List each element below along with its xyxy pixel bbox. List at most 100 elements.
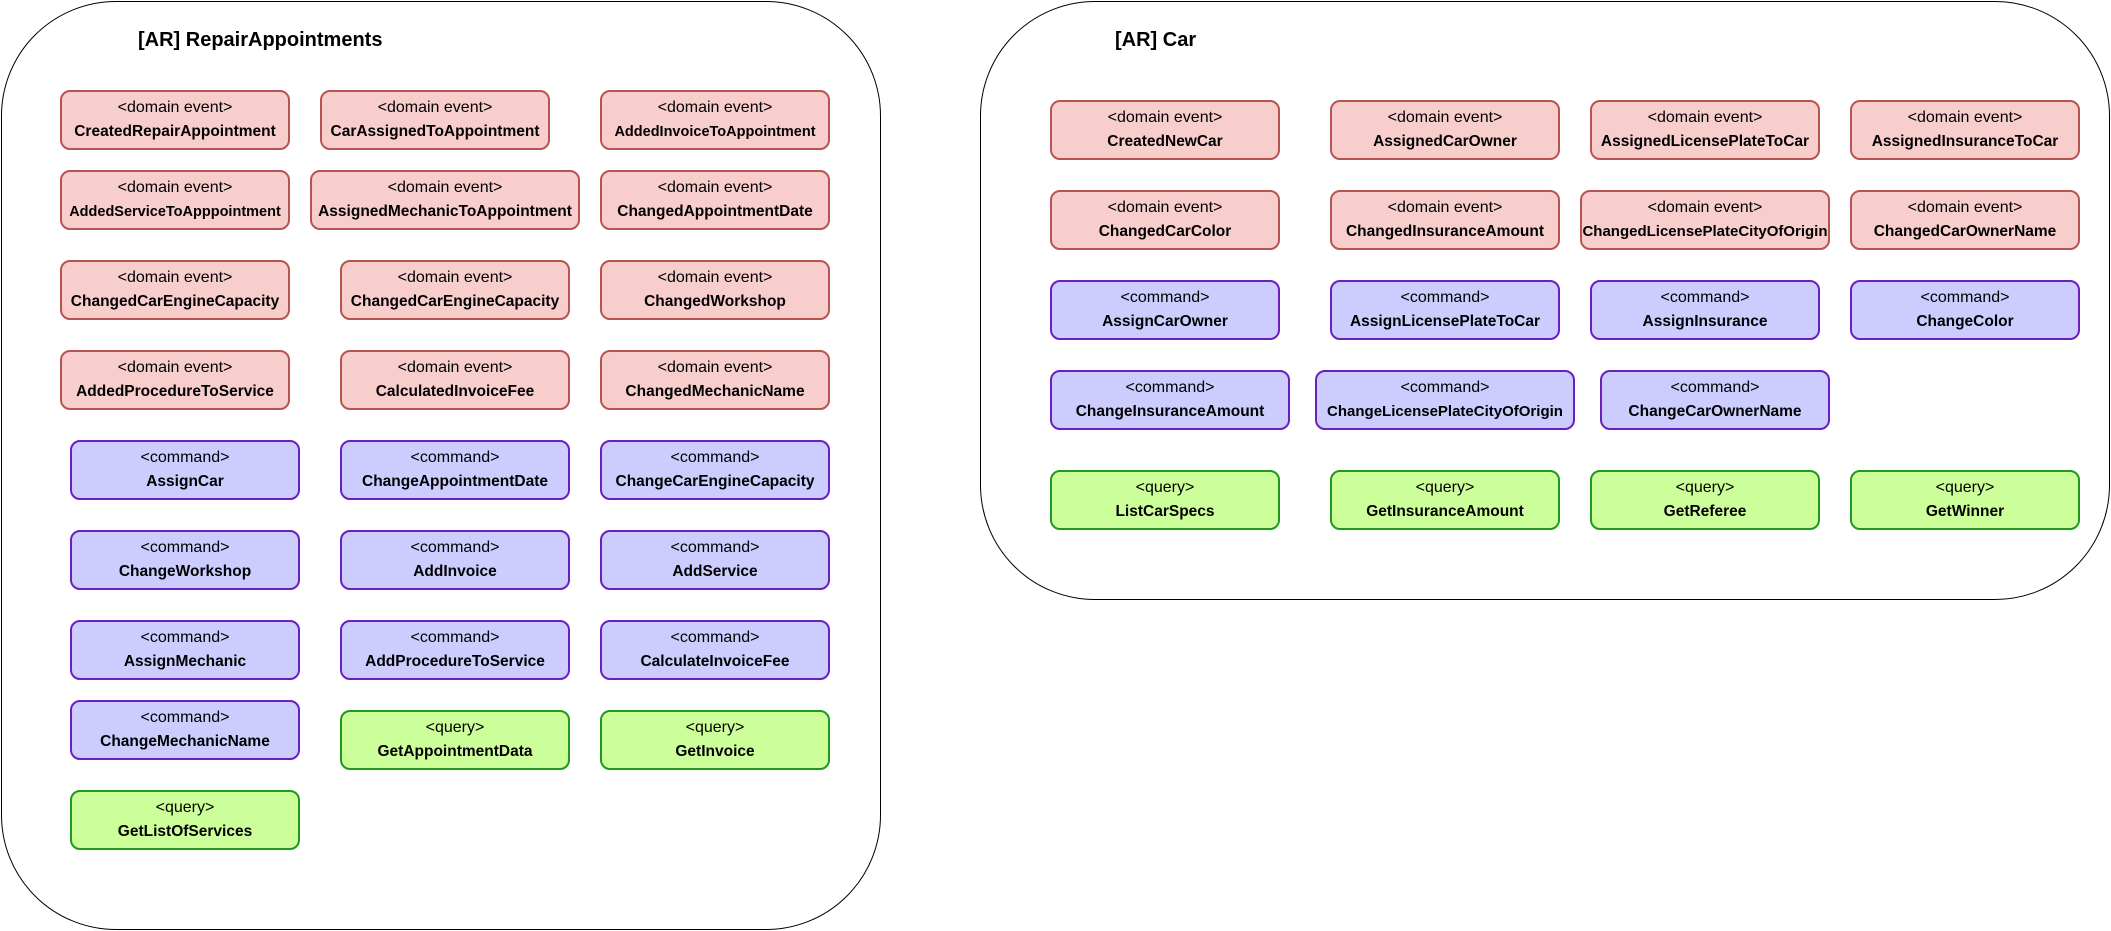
domain-event-card[interactable]: <domain event> AddedServiceToApppointmen… (60, 170, 290, 230)
stereotype-label: <domain event> (1107, 109, 1223, 126)
stereotype-label: <domain event> (117, 179, 233, 196)
domain-event-card[interactable]: <domain event> AssignedCarOwner (1330, 100, 1560, 160)
stereotype-label: <domain event> (117, 269, 233, 286)
domain-event-card[interactable]: <domain event> AddedInvoiceToAppointment (600, 90, 830, 150)
domain-event-card[interactable]: <domain event> ChangedCarEngineCapacity (340, 260, 570, 320)
domain-event-card[interactable]: <domain event> AssignedMechanicToAppoint… (310, 170, 580, 230)
stereotype-label: <domain event> (657, 99, 773, 116)
element-name: AssignedInsuranceToCar (1871, 133, 2059, 150)
element-name: ChangeInsuranceAmount (1075, 403, 1265, 420)
stereotype-label: <domain event> (117, 359, 233, 376)
query-card[interactable]: <query> GetInsuranceAmount (1330, 470, 1560, 530)
command-card[interactable]: <command> AssignCar (70, 440, 300, 500)
stereotype-label: <command> (670, 449, 760, 466)
stereotype-label: <command> (1670, 379, 1760, 396)
element-name: AddProcedureToService (365, 653, 545, 670)
stereotype-label: <command> (670, 629, 760, 646)
command-card[interactable]: <command> AssignLicensePlateToCar (1330, 280, 1560, 340)
element-name: ChangeLicensePlateCityOfOrigin (1327, 403, 1563, 420)
stereotype-label: <query> (685, 719, 745, 736)
command-card[interactable]: <command> CalculateInvoiceFee (600, 620, 830, 680)
element-name: ListCarSpecs (1115, 503, 1215, 520)
element-name: AddInvoice (413, 563, 497, 580)
domain-event-card[interactable]: <domain event> ChangedLicensePlateCityOf… (1580, 190, 1830, 250)
stereotype-label: <domain event> (397, 269, 513, 286)
command-card[interactable]: <command> ChangeCarOwnerName (1600, 370, 1830, 430)
domain-event-card[interactable]: <domain event> CalculatedInvoiceFee (340, 350, 570, 410)
command-card[interactable]: <command> ChangeLicensePlateCityOfOrigin (1315, 370, 1575, 430)
domain-event-card[interactable]: <domain event> AddedProcedureToService (60, 350, 290, 410)
aggregate-title: [AR] RepairAppointments (138, 29, 383, 51)
element-name: AssignCar (146, 473, 224, 490)
element-name: AssignLicensePlateToCar (1349, 313, 1541, 330)
query-card[interactable]: <query> GetAppointmentData (340, 710, 570, 770)
element-name: AssignedCarOwner (1373, 133, 1517, 150)
domain-event-card[interactable]: <domain event> ChangedMechanicName (600, 350, 830, 410)
stereotype-label: <domain event> (657, 359, 773, 376)
domain-event-card[interactable]: <domain event> CreatedNewCar (1050, 100, 1280, 160)
stereotype-label: <command> (410, 629, 500, 646)
query-card[interactable]: <query> ListCarSpecs (1050, 470, 1280, 530)
element-name: AssignMechanic (123, 653, 247, 670)
stereotype-label: <command> (410, 539, 500, 556)
command-card[interactable]: <command> ChangeInsuranceAmount (1050, 370, 1290, 430)
domain-event-card[interactable]: <domain event> ChangedInsuranceAmount (1330, 190, 1560, 250)
element-name: ChangedMechanicName (625, 383, 805, 400)
element-name: GetInsuranceAmount (1366, 503, 1524, 520)
command-card[interactable]: <command> ChangeMechanicName (70, 700, 300, 760)
stereotype-label: <query> (1135, 479, 1195, 496)
command-card[interactable]: <command> AssignInsurance (1590, 280, 1820, 340)
command-card[interactable]: <command> ChangeCarEngineCapacity (600, 440, 830, 500)
element-name: CreatedRepairAppointment (74, 123, 276, 140)
command-card[interactable]: <command> AssignMechanic (70, 620, 300, 680)
command-card[interactable]: <command> ChangeColor (1850, 280, 2080, 340)
stereotype-label: <domain event> (1647, 109, 1763, 126)
stereotype-label: <query> (1415, 479, 1475, 496)
element-name: CalculateInvoiceFee (640, 653, 790, 670)
domain-event-card[interactable]: <domain event> ChangedCarColor (1050, 190, 1280, 250)
command-card[interactable]: <command> AssignCarOwner (1050, 280, 1280, 340)
stereotype-label: <query> (1935, 479, 1995, 496)
element-name: ChangeAppointmentDate (362, 473, 548, 490)
stereotype-label: <domain event> (377, 99, 493, 116)
element-name: AddedInvoiceToAppointment (614, 124, 816, 140)
stereotype-label: <command> (670, 539, 760, 556)
stereotype-label: <command> (410, 449, 500, 466)
element-name: GetListOfServices (117, 823, 253, 840)
stereotype-label: <domain event> (1387, 109, 1503, 126)
stereotype-label: <command> (1400, 379, 1490, 396)
element-name: ChangedLicensePlateCityOfOrigin (1582, 223, 1828, 240)
element-name: CalculatedInvoiceFee (375, 383, 535, 400)
command-card[interactable]: <command> AddService (600, 530, 830, 590)
element-name: ChangedCarEngineCapacity (70, 293, 280, 310)
element-name: ChangedWorkshop (644, 293, 786, 310)
stereotype-label: <command> (1120, 289, 1210, 306)
query-card[interactable]: <query> GetReferee (1590, 470, 1820, 530)
element-name: AssignedLicensePlateToCar (1600, 133, 1810, 150)
element-name: AddedServiceToApppointment (69, 204, 281, 220)
element-name: GetWinner (1925, 503, 2005, 520)
stereotype-label: <domain event> (117, 99, 233, 116)
domain-event-card[interactable]: <domain event> CarAssignedToAppointment (320, 90, 550, 150)
element-name: ChangeCarOwnerName (1628, 403, 1802, 420)
domain-event-card[interactable]: <domain event> ChangedCarOwnerName (1850, 190, 2080, 250)
stereotype-label: <command> (1400, 289, 1490, 306)
stereotype-label: <command> (140, 629, 230, 646)
query-card[interactable]: <query> GetWinner (1850, 470, 2080, 530)
domain-event-card[interactable]: <domain event> CreatedRepairAppointment (60, 90, 290, 150)
element-name: GetAppointmentData (377, 743, 533, 760)
domain-event-card[interactable]: <domain event> AssignedLicensePlateToCar (1590, 100, 1820, 160)
stereotype-label: <domain event> (397, 359, 513, 376)
domain-event-card[interactable]: <domain event> AssignedInsuranceToCar (1850, 100, 2080, 160)
domain-event-card[interactable]: <domain event> ChangedCarEngineCapacity (60, 260, 290, 320)
command-card[interactable]: <command> ChangeAppointmentDate (340, 440, 570, 500)
command-card[interactable]: <command> ChangeWorkshop (70, 530, 300, 590)
query-card[interactable]: <query> GetListOfServices (70, 790, 300, 850)
query-card[interactable]: <query> GetInvoice (600, 710, 830, 770)
domain-event-card[interactable]: <domain event> ChangedAppointmentDate (600, 170, 830, 230)
stereotype-label: <command> (140, 449, 230, 466)
command-card[interactable]: <command> AddInvoice (340, 530, 570, 590)
stereotype-label: <command> (1125, 379, 1215, 396)
domain-event-card[interactable]: <domain event> ChangedWorkshop (600, 260, 830, 320)
command-card[interactable]: <command> AddProcedureToService (340, 620, 570, 680)
